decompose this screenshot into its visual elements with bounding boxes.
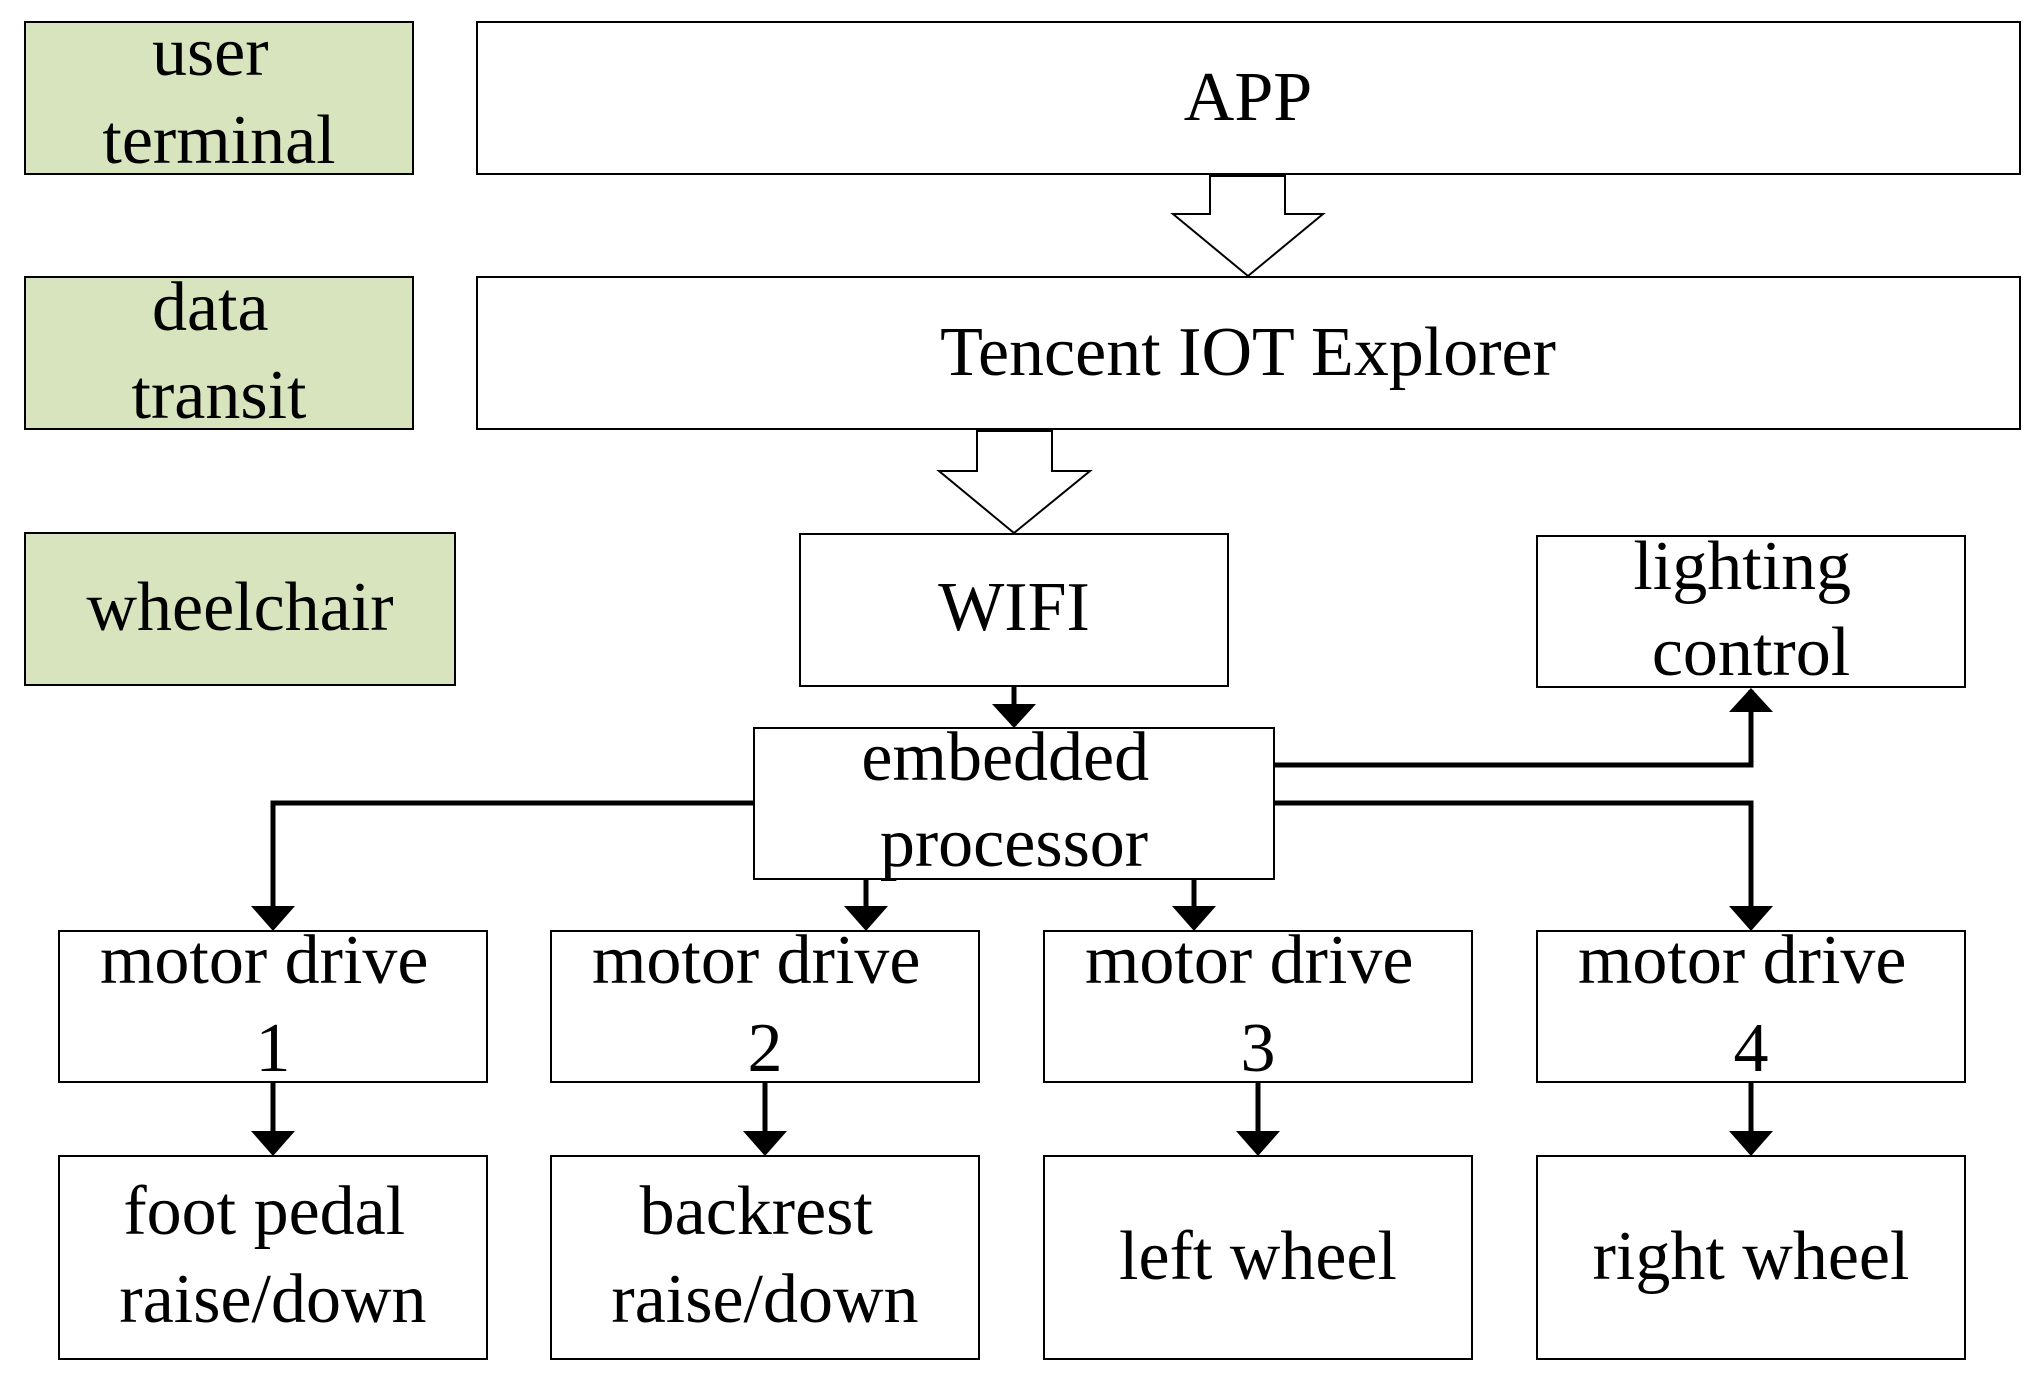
svg-text:motor drive 4: motor drive 4 — [1578, 922, 1924, 1087]
motor-drive-1-line2: 1 — [256, 1010, 291, 1087]
app-box-label: APP — [1184, 59, 1312, 136]
label-user-terminal-bg — [24, 21, 414, 175]
svg-text:foot pedal raise/down: foot pedal raise/down — [119, 1173, 426, 1338]
svg-text:motor drive 3: motor drive 3 — [1085, 922, 1431, 1087]
svg-text:motor drive 1: motor drive 1 — [100, 922, 446, 1087]
embedded-processor-box: embedded processor — [753, 719, 1275, 882]
motor-drive-2-line1: motor drive — [592, 922, 921, 999]
arrowhead-right-wheel — [1729, 1131, 1773, 1156]
embedded-processor-line1: embedded — [861, 719, 1149, 796]
arrowhead-motor4 — [1729, 906, 1773, 931]
iot-explorer-box-label: Tencent IOT Explorer — [940, 314, 1556, 391]
block-arrow-iot-to-wifi — [936, 430, 1093, 535]
arrow-processor-to-motor1 — [270, 800, 754, 928]
svg-text:right wheel: right wheel — [1593, 1218, 1910, 1295]
svg-text:lighting control: lighting control — [1633, 528, 1868, 691]
connectors — [270, 686, 1754, 1153]
block-arrow-app-to-iot — [1170, 175, 1326, 278]
svg-text:user terminal: user terminal — [102, 14, 335, 179]
motor-drive-1-line1: motor drive — [100, 922, 429, 999]
backrest-line1: backrest — [640, 1173, 874, 1250]
motor-drive-4-box: motor drive 4 — [1536, 922, 1966, 1087]
arrowhead-backrest — [743, 1131, 787, 1156]
arrowhead-foot-pedal — [251, 1131, 295, 1156]
svg-text:left wheel: left wheel — [1119, 1218, 1397, 1295]
motor-drive-4-line2: 4 — [1734, 1010, 1769, 1087]
lighting-control-line2: control — [1652, 614, 1850, 691]
arrowhead-motor3 — [1172, 906, 1216, 931]
arrowhead-motor1 — [251, 906, 295, 931]
motor-drive-3-line2: 3 — [1241, 1010, 1276, 1087]
label-user-terminal: user terminal — [24, 14, 414, 179]
label-user-terminal-line2: terminal — [102, 102, 335, 179]
motor-drive-1-box: motor drive 1 — [58, 922, 488, 1087]
motor-drive-3-box: motor drive 3 — [1043, 922, 1473, 1087]
svg-text:backrest raise/down: backrest raise/down — [611, 1173, 918, 1338]
left-wheel-box: left wheel — [1043, 1155, 1473, 1360]
motor-drive-3-line1: motor drive — [1085, 922, 1414, 999]
motor-drive-2-box: motor drive 2 — [550, 922, 980, 1087]
lighting-control-box: lighting control — [1536, 528, 1966, 691]
svg-text:wheelchair: wheelchair — [86, 569, 393, 646]
label-data-transit-bg — [24, 276, 414, 430]
motor-drive-2-line2: 2 — [748, 1010, 783, 1087]
iot-explorer-box: Tencent IOT Explorer — [476, 276, 2021, 430]
label-wheelchair-bg — [24, 532, 456, 686]
right-wheel-label: right wheel — [1593, 1218, 1910, 1295]
label-data-transit-line1: data — [152, 269, 269, 346]
arrowheads — [251, 688, 1773, 1156]
label-data-transit-line2: transit — [132, 357, 308, 434]
foot-pedal-line1: foot pedal — [123, 1173, 405, 1250]
arrowhead-motor2 — [844, 906, 888, 931]
svg-text:embedded processor: embedded processor — [861, 719, 1166, 882]
embedded-processor-line2: processor — [880, 805, 1148, 882]
svg-text:motor drive 2: motor drive 2 — [592, 922, 938, 1087]
arrow-processor-to-lighting — [1274, 690, 1754, 768]
motor-drive-4-line1: motor drive — [1578, 922, 1907, 999]
svg-text:WIFI: WIFI — [938, 569, 1090, 646]
label-user-terminal-line1: user — [152, 14, 269, 91]
arrowhead-left-wheel — [1236, 1131, 1280, 1156]
arrowhead-lighting — [1729, 688, 1773, 712]
label-wheelchair-line1: wheelchair — [86, 569, 393, 646]
right-wheel-box: right wheel — [1536, 1155, 1966, 1360]
backrest-box: backrest raise/down — [550, 1155, 980, 1360]
label-data-transit: data transit — [24, 269, 414, 434]
backrest-line2: raise/down — [611, 1261, 918, 1338]
foot-pedal-line2: raise/down — [119, 1261, 426, 1338]
svg-text:APP: APP — [1184, 59, 1312, 136]
foot-pedal-box: foot pedal raise/down — [58, 1155, 488, 1360]
arrow-processor-to-motor4 — [1274, 800, 1754, 928]
lighting-control-line1: lighting — [1633, 528, 1851, 605]
svg-text:data transit: data transit — [132, 269, 308, 434]
svg-text:Tencent IOT Explorer: Tencent IOT Explorer — [940, 314, 1556, 391]
wifi-box-label: WIFI — [938, 569, 1090, 646]
arrowhead-processor — [992, 704, 1036, 728]
left-wheel-label: left wheel — [1119, 1218, 1397, 1295]
wifi-box: WIFI — [799, 533, 1229, 687]
label-wheelchair: wheelchair — [24, 532, 456, 686]
app-box: APP — [476, 21, 2021, 175]
